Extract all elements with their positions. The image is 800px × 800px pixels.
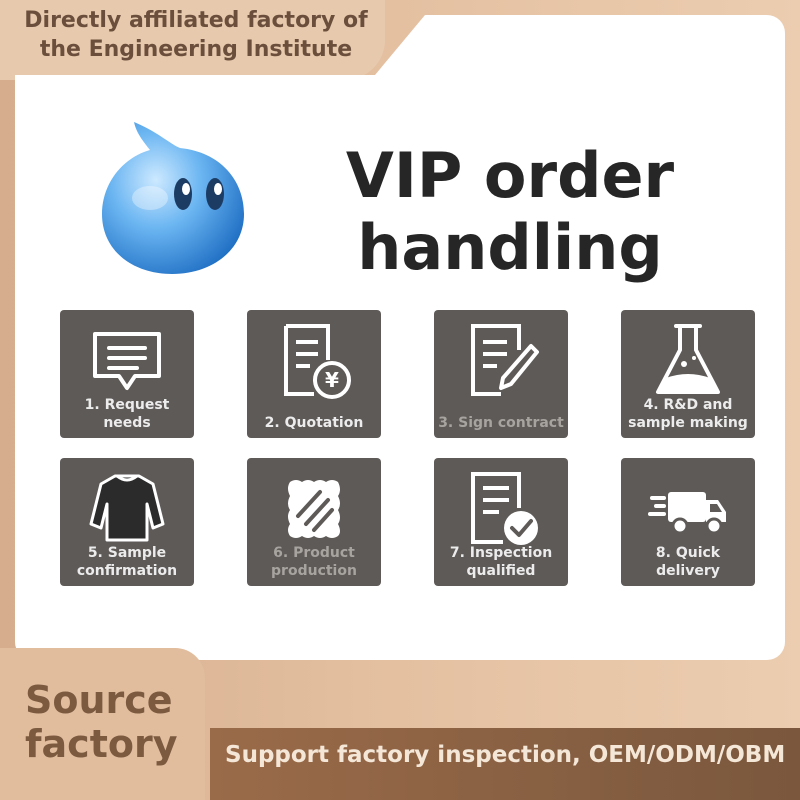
step-tile-rd-sample: 4. R&D and sample making [621, 310, 755, 438]
title-line1: VIP order [345, 139, 675, 212]
step-label-line2: delivery [656, 563, 720, 579]
factory-tagline: Directly affiliated factory of the Engin… [0, 6, 392, 64]
fabric-swatch-icon [288, 480, 340, 538]
step-tile-quick-delivery: 8. Quick delivery [621, 458, 755, 586]
step-tile-product-production: 6. Product production [247, 458, 381, 586]
step-label: 6. Product production [249, 544, 379, 580]
page-title: VIP order handling [330, 140, 690, 284]
step-label-line2: sample making [628, 415, 748, 431]
step-label-line1: 3. Sign contract [438, 415, 564, 431]
step-label: 4. R&D and sample making [623, 396, 753, 432]
step-label-line1: 5. Sample [87, 545, 167, 561]
step-label: 8. Quick delivery [623, 544, 753, 580]
delivery-truck-icon [648, 492, 726, 535]
step-label-line1: 4. R&D and [643, 397, 733, 413]
step-label-line2: confirmation [76, 563, 178, 579]
factory-tagline-line1: Directly affiliated factory of [24, 8, 368, 33]
document-check-icon [471, 472, 538, 545]
step-label-line1: 8. Quick [655, 545, 721, 561]
source-line1: Source [25, 678, 173, 722]
step-label-line2: qualified [466, 563, 536, 579]
step-label: 1. Request needs [62, 396, 192, 432]
step-tile-quotation: ¥ 2. Quotation [247, 310, 381, 438]
step-label-line2: needs [103, 415, 151, 431]
footer-band [210, 728, 800, 800]
step-tile-sign-contract: 3. Sign contract [434, 310, 568, 438]
factory-tagline-line2: the Engineering Institute [39, 37, 353, 62]
step-label: 2. Quotation [249, 414, 379, 432]
source-factory-label: Source factory [25, 678, 177, 766]
step-label: 7. Inspection qualified [436, 544, 566, 580]
step-label: 5. Sample confirmation [62, 544, 192, 580]
step-tile-request-needs: 1. Request needs [60, 310, 194, 438]
chat-list-icon [93, 332, 161, 390]
title-line2: handling [357, 211, 663, 284]
quote-yen-icon: ¥ [284, 324, 351, 399]
step-tile-sample-confirmation: 5. Sample confirmation [60, 458, 194, 586]
step-label: 3. Sign contract [436, 414, 566, 432]
sweater-icon [89, 474, 165, 542]
mascot-droplet-icon [102, 122, 244, 274]
flask-icon [656, 324, 720, 394]
step-label-line1: 2. Quotation [264, 415, 364, 431]
svg-text:¥: ¥ [325, 368, 339, 392]
step-label-line2: production [271, 563, 357, 579]
step-tile-inspection: 7. Inspection qualified [434, 458, 568, 586]
footer-tab [0, 648, 205, 800]
contract-pen-icon [471, 324, 539, 396]
step-label-line1: 7. Inspection [449, 545, 553, 561]
step-label-line1: 1. Request [84, 397, 170, 413]
source-line2: factory [25, 722, 178, 766]
header-tab [0, 0, 385, 80]
support-text: Support factory inspection, OEM/ODM/OBM [225, 742, 786, 768]
step-label-line1: 6. Product [273, 545, 355, 561]
